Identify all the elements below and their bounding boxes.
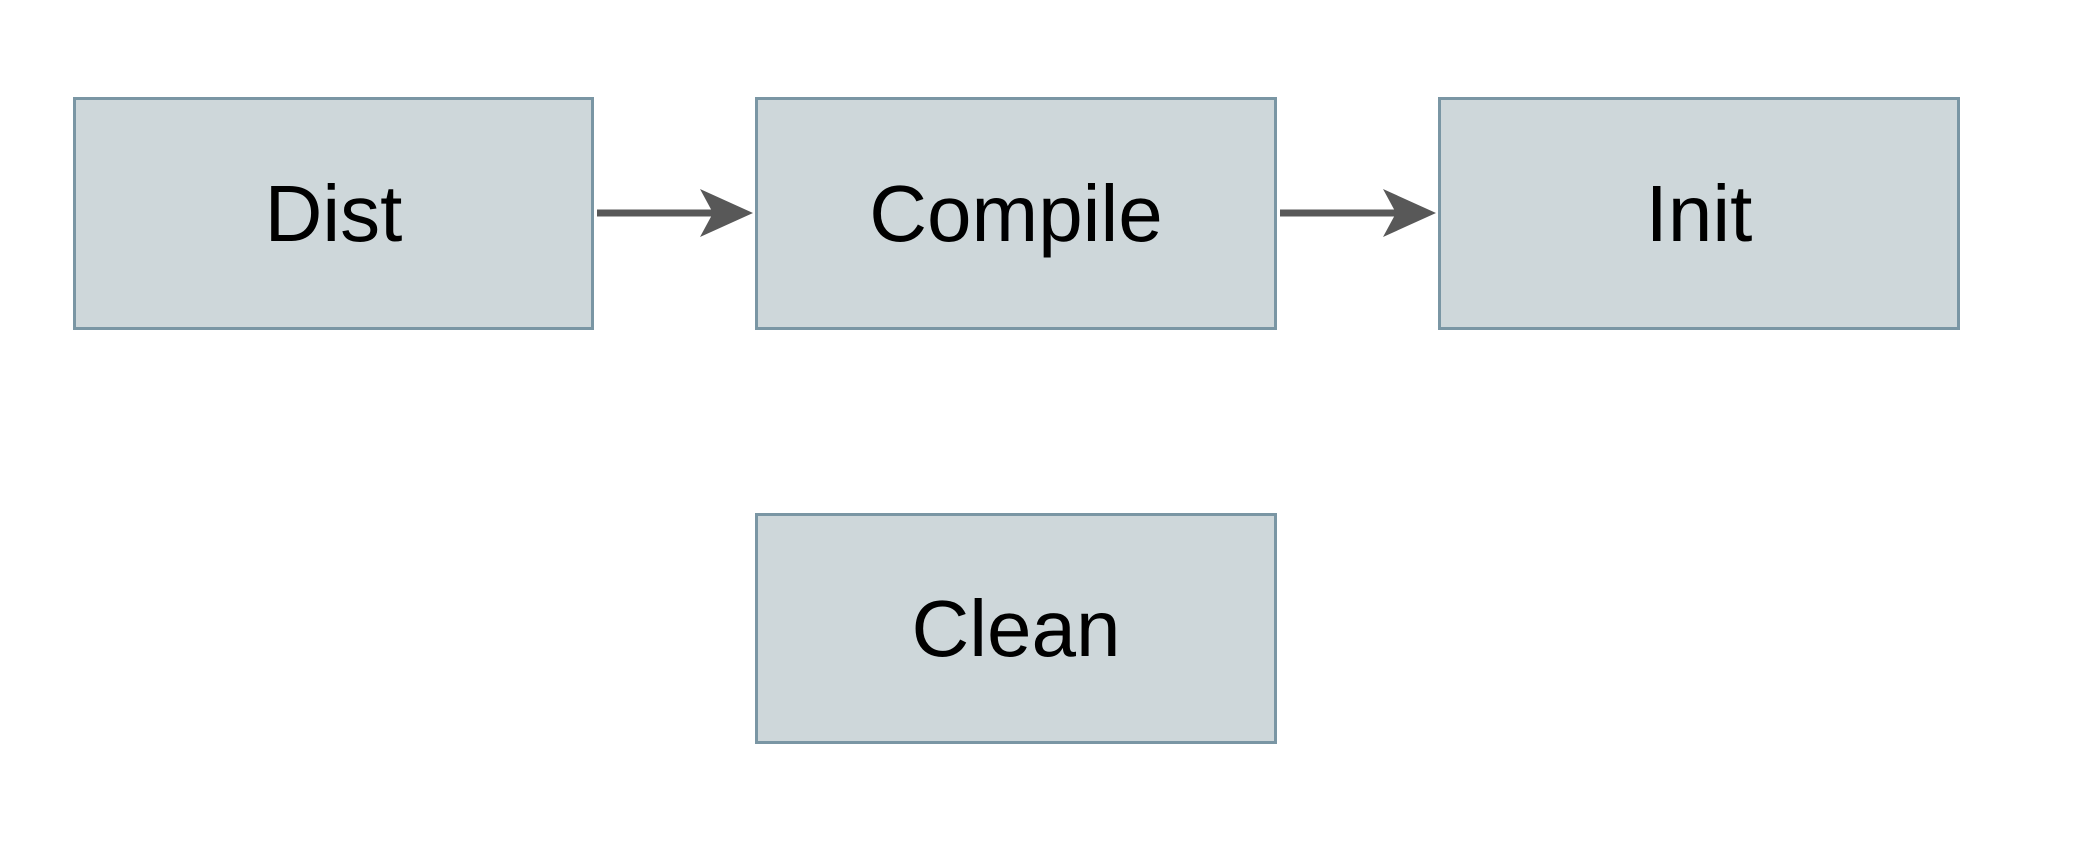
node-clean[interactable]: Clean bbox=[755, 513, 1277, 744]
node-compile-label: Compile bbox=[869, 168, 1163, 258]
arrowhead-icon bbox=[700, 189, 753, 237]
edge-compile-to-init[interactable] bbox=[1280, 189, 1436, 237]
node-compile[interactable]: Compile bbox=[755, 97, 1277, 330]
node-dist[interactable]: Dist bbox=[73, 97, 594, 330]
node-clean-label: Clean bbox=[911, 583, 1121, 673]
arrowhead-icon bbox=[1383, 189, 1436, 237]
node-init[interactable]: Init bbox=[1438, 97, 1960, 330]
edge-dist-to-compile[interactable] bbox=[597, 189, 753, 237]
node-init-label: Init bbox=[1645, 168, 1753, 258]
node-dist-label: Dist bbox=[264, 168, 403, 258]
